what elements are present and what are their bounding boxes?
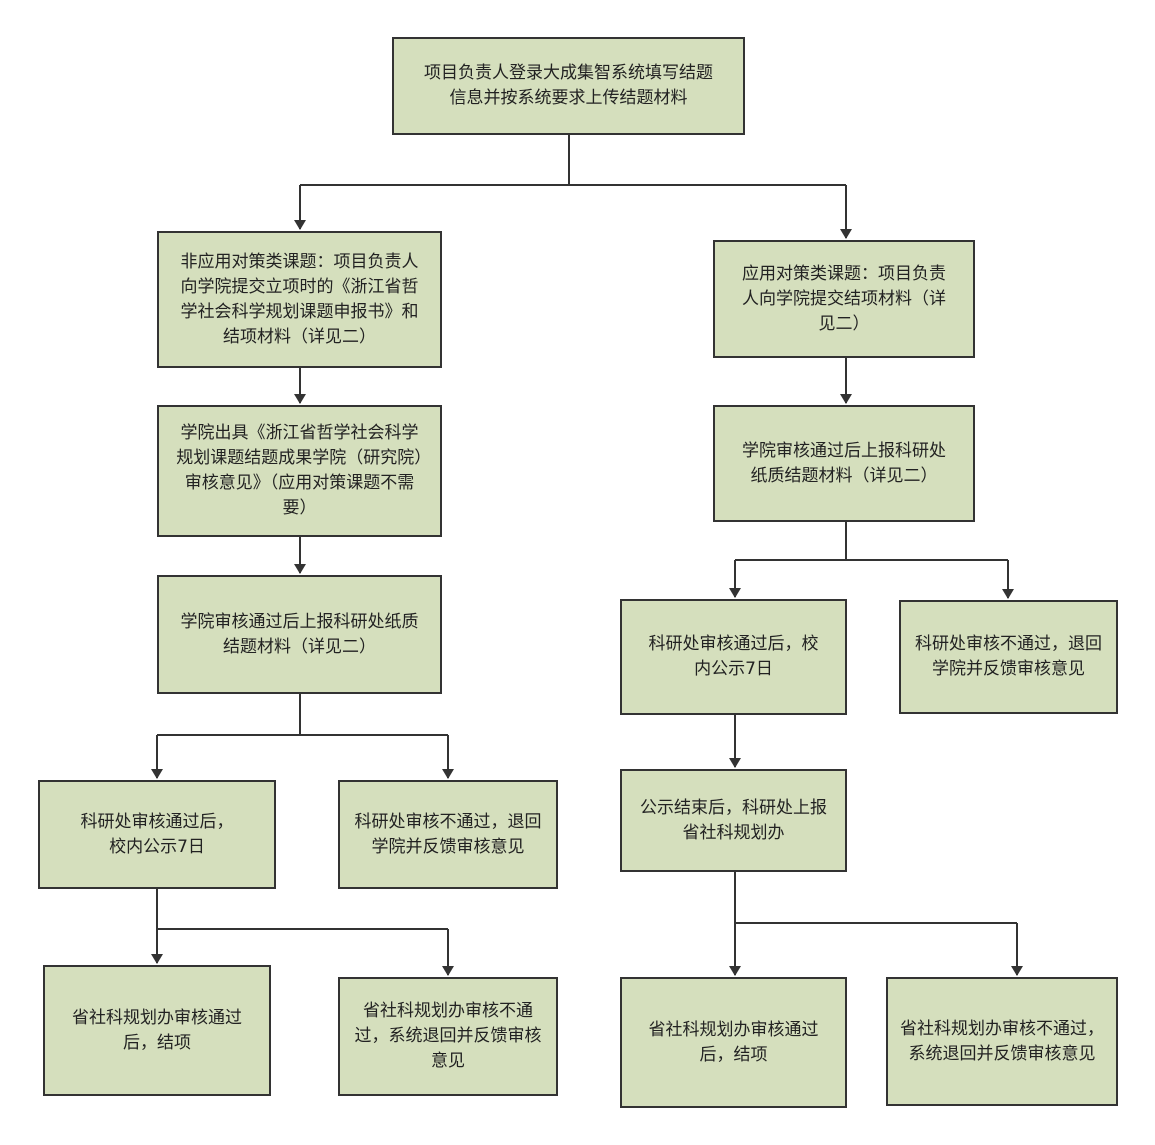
node-right-2: 学院审核通过后上报科研处纸质结题材料（详见二）	[713, 405, 975, 522]
node-left-pass: 科研处审核通过后，校内公示7日	[38, 780, 276, 889]
edge-left-3-split	[157, 694, 448, 736]
edge-right-public-split	[734, 872, 1017, 924]
node-right-fail-text: 科研处审核不通过，退回学院并反馈审核意见	[915, 634, 1102, 679]
edge-left-pass-split	[156, 889, 448, 930]
node-left-fail-text: 科研处审核不通过，退回学院并反馈审核意见	[354, 811, 542, 857]
node-left-final-fail-text: 省社科规划办审核不通过，系统退回并反馈审核意见	[354, 1001, 542, 1071]
node-left-2: 学院出具《浙江省哲学社会科学规划课题结题成果学院（研究院）审核意见》（应用对策课…	[157, 405, 442, 537]
node-right-1: 应用对策类课题：项目负责人向学院提交结项材料（详见二）	[713, 240, 975, 358]
node-left-3: 学院审核通过后上报科研处纸质结题材料（详见二）	[157, 575, 442, 694]
node-right-final-fail: 省社科规划办审核不通过，系统退回并反馈审核意见	[886, 977, 1118, 1106]
node-left-2-text: 学院出具《浙江省哲学社会科学规划课题结题成果学院（研究院）审核意见》（应用对策课…	[176, 423, 423, 518]
node-right-final-fail-text: 省社科规划办审核不通过，系统退回并反馈审核意见	[900, 1018, 1104, 1064]
node-right-fail: 科研处审核不通过，退回学院并反馈审核意见	[899, 600, 1118, 714]
node-left-3-text: 学院审核通过后上报科研处纸质结题材料（详见二）	[180, 611, 419, 657]
node-right-final-pass: 省社科规划办审核通过后，结项	[620, 977, 847, 1108]
node-start: 项目负责人登录大成集智系统填写结题信息并按系统要求上传结题材料	[392, 37, 745, 135]
node-right-pass-text: 科研处审核通过后，校内公示7日	[648, 634, 819, 679]
node-left-pass-text: 科研处审核通过后，校内公示7日	[80, 811, 234, 857]
node-right-1-text: 应用对策类课题：项目负责人向学院提交结项材料（详见二）	[742, 263, 946, 334]
node-left-1-text: 非应用对策类课题：项目负责人向学院提交立项时的《浙江省哲学社会科学规划课题申报书…	[180, 251, 419, 347]
node-right-final-pass-text: 省社科规划办审核通过后，结项	[648, 1019, 819, 1065]
node-left-final-pass: 省社科规划办审核通过后，结项	[43, 965, 271, 1096]
node-left-1: 非应用对策类课题：项目负责人向学院提交立项时的《浙江省哲学社会科学规划课题申报书…	[157, 231, 442, 368]
edge-start-to-split	[300, 135, 846, 186]
node-left-fail: 科研处审核不通过，退回学院并反馈审核意见	[338, 780, 558, 889]
node-right-public-text: 公示结束后，科研处上报省社科规划办	[640, 797, 827, 843]
node-right-2-text: 学院审核通过后上报科研处纸质结题材料（详见二）	[742, 440, 946, 486]
node-left-final-pass-text: 省社科规划办审核通过后，结项	[72, 1007, 242, 1053]
node-left-final-fail: 省社科规划办审核不通过，系统退回并反馈审核意见	[338, 977, 558, 1096]
node-right-pass: 科研处审核通过后，校内公示7日	[620, 599, 847, 715]
edge-right-2-split	[735, 522, 1008, 561]
node-start-text: 项目负责人登录大成集智系统填写结题信息并按系统要求上传结题材料	[424, 63, 713, 108]
node-right-public: 公示结束后，科研处上报省社科规划办	[620, 769, 847, 872]
